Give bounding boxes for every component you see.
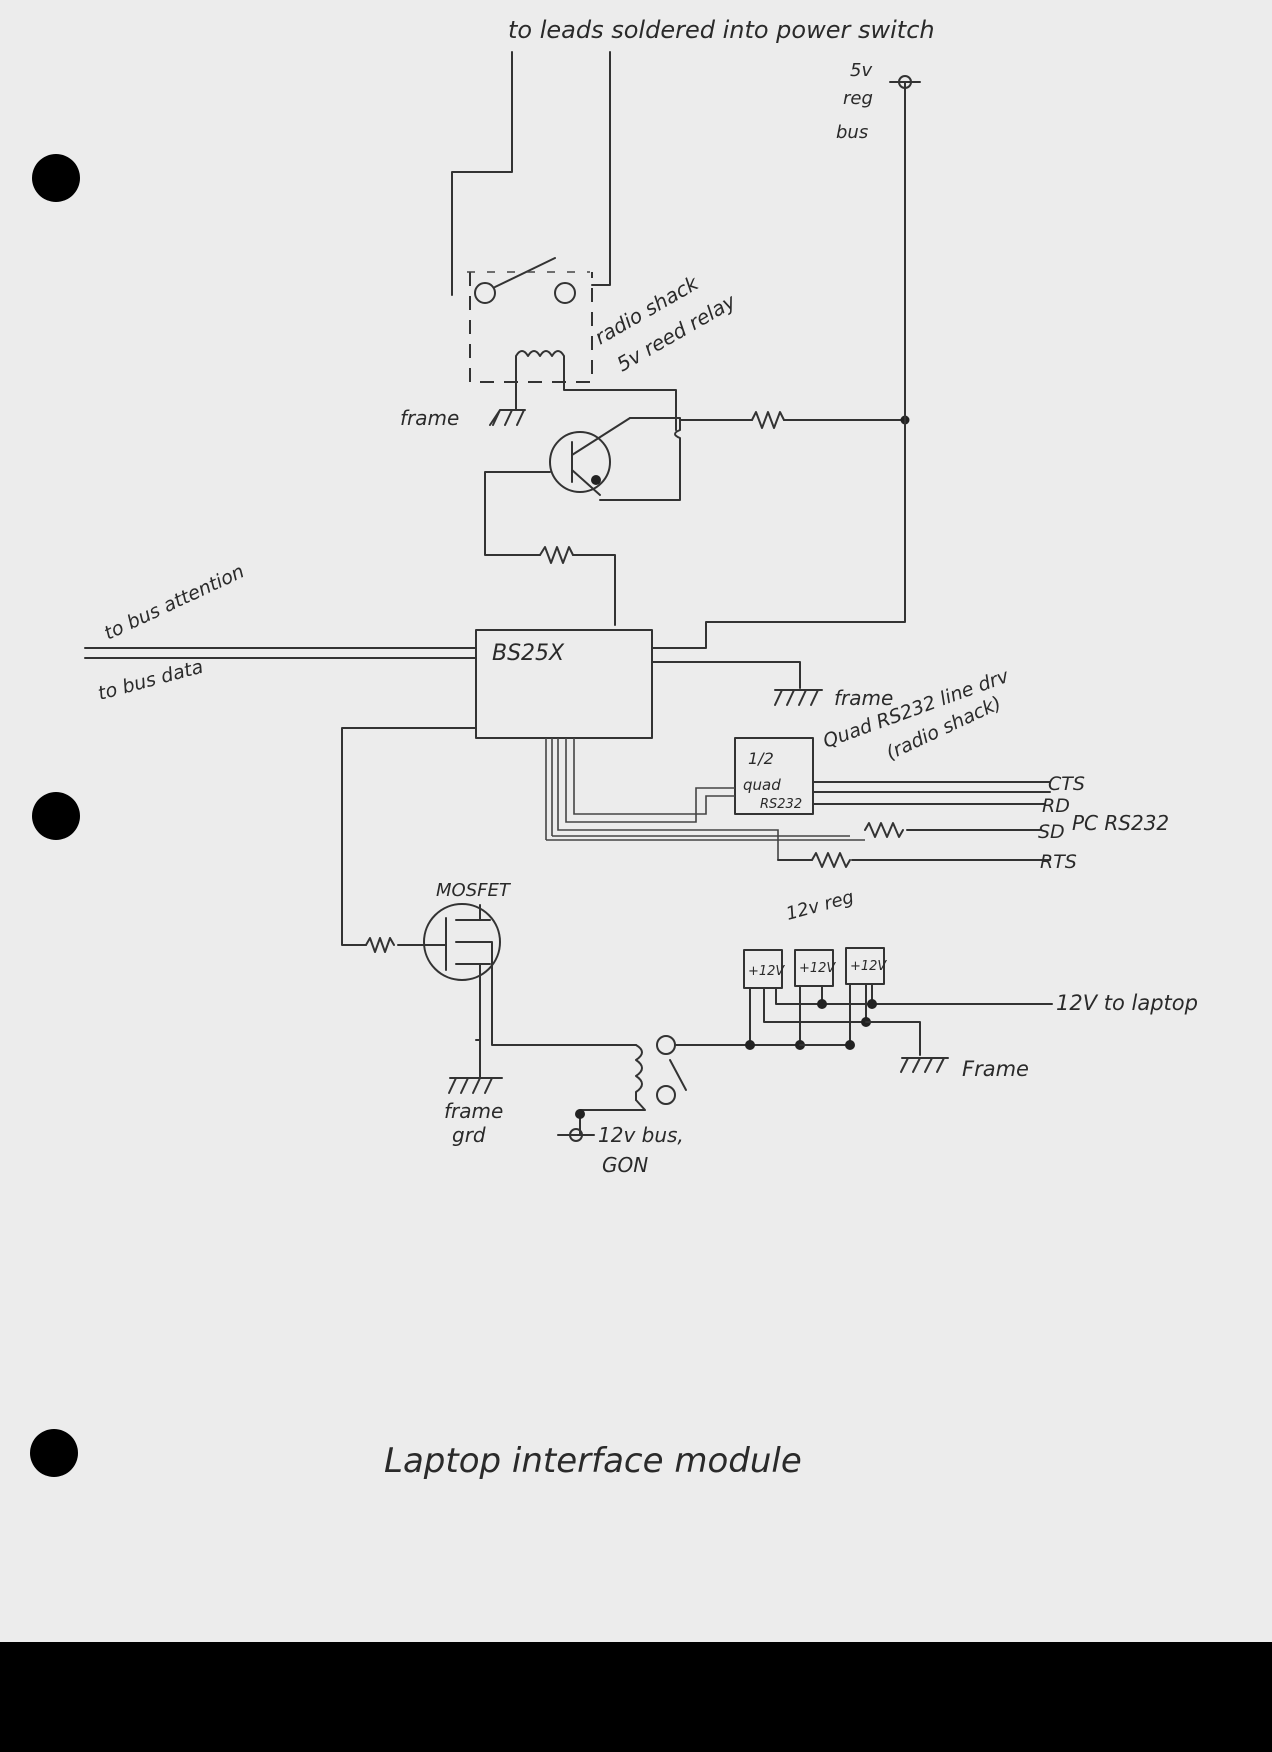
base-resistor (539, 546, 574, 564)
rd-label: RD (1042, 795, 1070, 817)
reg12-label-3: +12V (850, 959, 887, 974)
power-relay-contact-bottom (656, 1085, 676, 1105)
frame-ground-symbol-right (900, 1057, 949, 1073)
mosfet-label: MOSFET (436, 880, 512, 901)
quad-label-1: 1/2 (748, 749, 774, 768)
mosfet-source-wire (475, 984, 481, 1041)
base-to-chip-wire (572, 554, 616, 626)
coil-junction-dot (575, 1109, 585, 1119)
reg12-input-wire-2 (799, 983, 851, 1046)
reg-output-dot-2 (867, 999, 877, 1009)
power-relay-blade (669, 1059, 687, 1091)
reg5v-label-2: reg (843, 88, 873, 109)
reg5v-label-1: 5v (850, 60, 872, 81)
quad-label-3: RS232 (760, 797, 802, 812)
coil-to-12v-wire (579, 1099, 646, 1136)
transistor-emitter-arrow (591, 475, 601, 485)
chip-ground-wire (651, 661, 801, 689)
bus12-label-2: GON (602, 1153, 648, 1177)
mosfet-channel (455, 919, 491, 965)
reg12-label-1: +12V (748, 964, 785, 979)
left-switch-lead (451, 51, 513, 296)
schematic-diagram: to leads soldered into power switch radi… (30, 16, 1198, 1481)
cts-label: CTS (1048, 773, 1085, 795)
reg-input-dot-1 (745, 1040, 755, 1050)
base-feedback-wire (484, 471, 551, 556)
coil-lead-right (563, 377, 677, 431)
frame-label-top: frame (400, 406, 459, 430)
binder-hole-top (32, 154, 80, 202)
quad-label-2: quad (743, 776, 781, 794)
frame-label-mid: frame (834, 686, 893, 710)
sd-label: SD (1038, 821, 1065, 843)
reg12-title: 12v reg (784, 887, 856, 925)
reg12-box-2 (794, 949, 834, 987)
gate-drive-wire (341, 727, 477, 946)
chip-pin-line-4 (565, 738, 735, 823)
switch-blade (494, 257, 556, 288)
transistor-symbol (549, 431, 611, 493)
rts-label: RTS (1040, 851, 1077, 873)
right-switch-lead (591, 51, 611, 286)
drain-wire (489, 941, 637, 1046)
bus-data-label: to bus data (96, 656, 206, 705)
pc-rs232-label: PC RS232 (1072, 811, 1169, 835)
gate-resistor (365, 937, 395, 953)
relay-coil (515, 350, 565, 379)
rts-resistor (811, 852, 851, 868)
reg-input-dot-3 (845, 1040, 855, 1050)
transistor-emitter-wire (599, 417, 681, 501)
power-relay-coil (635, 1044, 643, 1101)
chip-label: BS25X (492, 641, 565, 666)
relay-enclosure (469, 272, 593, 383)
top-note: to leads soldered into power switch (508, 16, 935, 44)
switch-contact-right (554, 282, 576, 304)
laptop-output-label: 12V to laptop (1056, 991, 1198, 1015)
switch-contact-left (474, 282, 496, 304)
bs25x-chip (475, 629, 653, 739)
quad-rs232-box (734, 737, 814, 815)
frame-grd-label-1: frame (444, 1099, 503, 1123)
chip-pin-line-5 (573, 738, 735, 815)
mosfet-symbol (423, 903, 501, 981)
frame-ground-symbol-mid (774, 689, 823, 706)
frame-ground-symbol-top (489, 394, 526, 426)
scanner-edge-band (0, 1642, 1272, 1752)
bus12-label-1: 12v bus, (598, 1123, 684, 1147)
frame-right-label: Frame (962, 1057, 1029, 1081)
transistor-emitter (571, 469, 601, 496)
5v-bus-wire (651, 81, 906, 649)
transistor-collector (571, 417, 631, 456)
reg5v-label-3: bus (836, 122, 868, 143)
reg12-input-wire (749, 985, 801, 1046)
binder-hole-middle (32, 792, 80, 840)
reg-ground-to-frame-wire (865, 1021, 921, 1056)
binder-hole-bottom (30, 1429, 78, 1477)
reg-output-wire (775, 987, 1053, 1005)
frame-grd-label-2: grd (452, 1123, 486, 1147)
chip-pin-line-3 (557, 738, 779, 860)
reg12-label-2: +12V (799, 961, 836, 976)
paper-sheet (0, 0, 1272, 1642)
diagram-caption: Laptop interface module (384, 1441, 802, 1481)
pullup-resistor (751, 411, 785, 429)
sd-resistor (864, 822, 904, 838)
reg-output-dot-1 (817, 999, 827, 1009)
bus-attention-label: to bus attention (101, 560, 248, 644)
power-relay-contact-top (656, 1035, 676, 1055)
frame-ground-symbol-bottom (448, 1039, 503, 1094)
